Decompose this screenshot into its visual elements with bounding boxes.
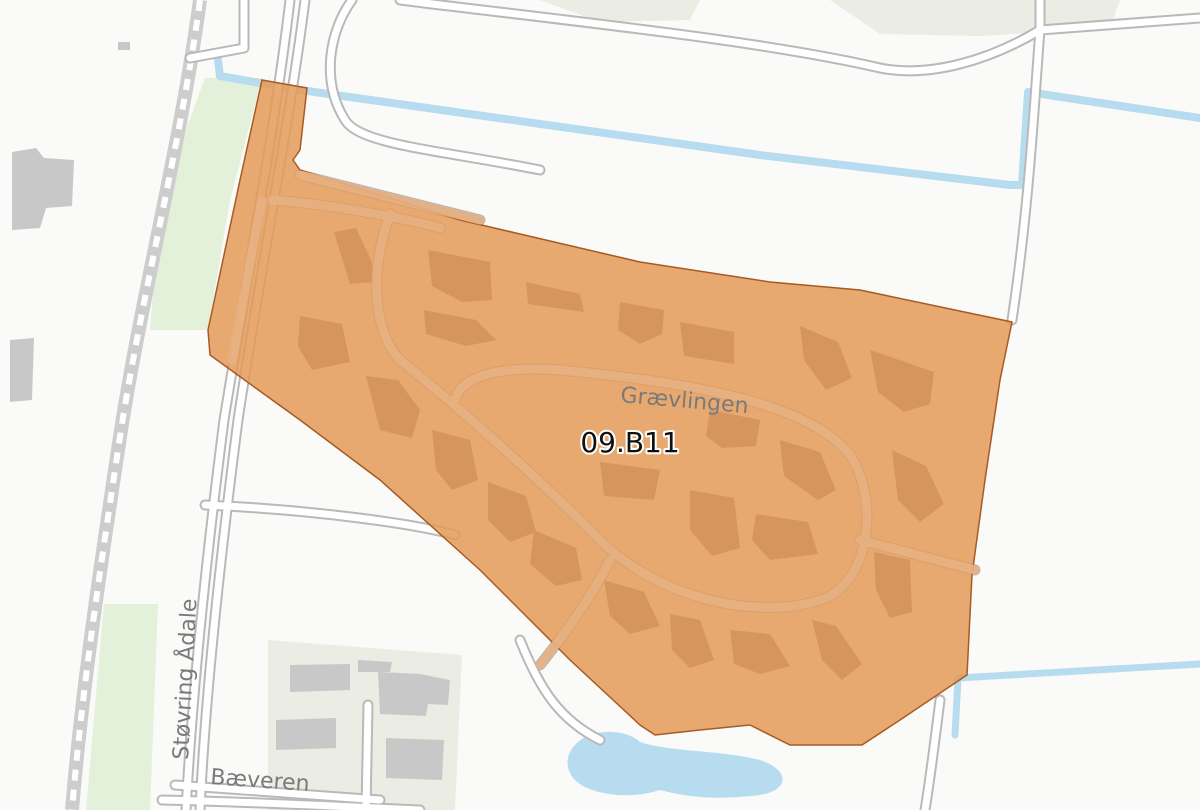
zone-code-label[interactable]: 09.B11: [578, 424, 681, 461]
green-area: [150, 78, 262, 330]
zone-roads: [227, 170, 980, 670]
zone-buildings: [298, 228, 944, 680]
railway: [65, 0, 207, 810]
landuse-patch: [540, 0, 700, 22]
buildings: [10, 42, 450, 780]
green-area: [86, 604, 158, 810]
pond: [567, 731, 783, 798]
